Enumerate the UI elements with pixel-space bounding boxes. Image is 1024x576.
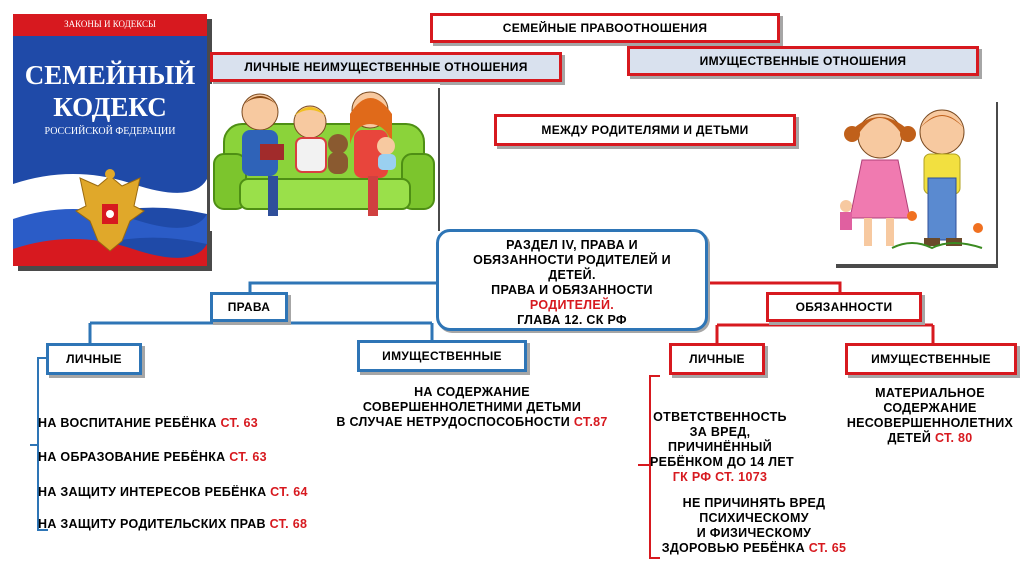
resp-line-3: ПРИЧИНЁННЫЙ xyxy=(667,440,773,454)
section-line-3: ДЕТЕЙ. xyxy=(548,268,596,282)
family-relations-title: СЕМЕЙНЫЕ ПРАВООТНОШЕНИЯ xyxy=(430,13,780,43)
mat-line-2: СОДЕРЖАНИЕ xyxy=(883,401,977,415)
coat-of-arms-icon xyxy=(75,169,145,252)
section-iv-box: РАЗДЕЛ IV, ПРАВА И ОБЯЗАННОСТИ РОДИТЕЛЕЙ… xyxy=(436,229,708,331)
connector-center-to-duties xyxy=(708,281,842,292)
right-protect-parental-rights: НА ЗАЩИТУ РОДИТЕЛЬСКИХ ПРАВ СТ. 68 xyxy=(38,517,308,531)
bracket-duties-personal xyxy=(649,375,660,559)
duties-personal-box: ЛИЧНЫЕ xyxy=(669,343,765,375)
personal-relations-box: ЛИЧНЫЕ НЕИМУЩЕСТВЕННЫЕ ОТНОШЕНИЯ xyxy=(210,52,562,82)
mat-line-4: ДЕТЕЙ СТ. 80 xyxy=(887,431,973,445)
right-protect-interests: НА ЗАЩИТУ ИНТЕРЕСОВ РЕБЁНКА СТ. 64 xyxy=(38,485,308,499)
rights-personal-box: ЛИЧНЫЕ xyxy=(46,343,142,375)
harm-line-4: ЗДОРОВЬЮ РЕБЁНКА СТ. 65 xyxy=(661,541,847,555)
property-right-line-2: СОВЕРШЕННОЛЕТНИМИ ДЕТЬМИ xyxy=(362,400,582,414)
section-line-1: РАЗДЕЛ IV, ПРАВА И xyxy=(506,238,638,252)
resp-line-1: ОТВЕТСТВЕННОСТЬ xyxy=(653,410,787,424)
property-right-line-3: В СЛУЧАЕ НЕТРУДОСПОСОБНОСТИ СТ.87 xyxy=(336,415,608,429)
book-series: ЗАКОНЫ И КОДЕКСЫ xyxy=(64,19,156,29)
mat-line-3: НЕСОВЕРШЕННОЛЕТНИХ xyxy=(846,416,1014,430)
property-relations-box: ИМУЩЕСТВЕННЫЕ ОТНОШЕНИЯ xyxy=(627,46,979,76)
family-code-book: ЗАКОНЫ И КОДЕКСЫ СЕМЕЙНЫЙ КОДЕКС РОССИЙС… xyxy=(13,14,207,266)
section-line-5: РОДИТЕЛЕЙ. xyxy=(529,298,615,312)
book-title-2: КОДЕКС xyxy=(53,92,167,122)
harm-line-2: ПСИХИЧЕСКОМУ xyxy=(699,511,809,525)
section-line-4: ПРАВА И ОБЯЗАННОСТИ xyxy=(491,283,653,297)
mat-line-1: МАТЕРИАЛЬНОЕ xyxy=(875,386,985,400)
harm-line-3: И ФИЗИЧЕСКОМУ xyxy=(696,526,812,540)
connector-duties-branches xyxy=(715,322,935,343)
harm-line-1: НЕ ПРИЧИНЯТЬ ВРЕД xyxy=(682,496,826,510)
duties-box: ОБЯЗАННОСТИ xyxy=(766,292,922,322)
resp-line-2: ЗА ВРЕД, xyxy=(689,425,751,439)
family-illustration xyxy=(210,84,440,231)
book-subtitle: РОССИЙСКОЙ ФЕДЕРАЦИИ xyxy=(44,126,176,137)
children-illustration xyxy=(832,98,998,268)
property-right-line-1: НА СОДЕРЖАНИЕ xyxy=(414,385,530,399)
section-line-6: ГЛАВА 12. СК РФ xyxy=(517,313,627,327)
section-line-2: ОБЯЗАННОСТИ РОДИТЕЛЕЙ И xyxy=(473,253,671,267)
bracket-rights-personal xyxy=(37,357,48,531)
between-parents-children-box: МЕЖДУ РОДИТЕЛЯМИ И ДЕТЬМИ xyxy=(494,114,796,146)
duties-property-box: ИМУЩЕСТВЕННЫЕ xyxy=(845,343,1017,375)
right-education: НА ОБРАЗОВАНИЕ РЕБЁНКА СТ. 63 xyxy=(38,450,267,464)
right-upbringing: НА ВОСПИТАНИЕ РЕБЁНКА СТ. 63 xyxy=(38,416,259,430)
connector-rights-branches xyxy=(88,321,434,343)
resp-ref: ГК РФ СТ. 1073 xyxy=(672,470,768,484)
rights-box: ПРАВА xyxy=(210,292,288,322)
resp-line-4: РЕБЁНКОМ ДО 14 ЛЕТ xyxy=(650,455,794,469)
rights-property-box: ИМУЩЕСТВЕННЫЕ xyxy=(357,340,527,372)
book-title-1: СЕМЕЙНЫЙ xyxy=(24,60,196,90)
connector-center-to-rights xyxy=(248,281,438,293)
